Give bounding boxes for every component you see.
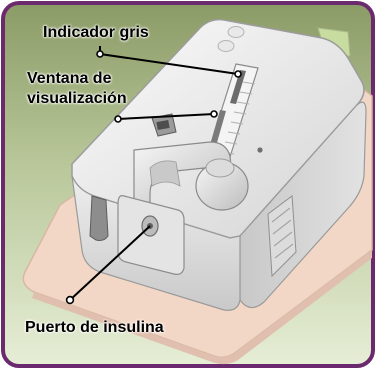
callout-port (65, 225, 151, 305)
label-gray-indicator: Indicador gris (43, 24, 149, 41)
label-viewing-window-line1: Ventana de (27, 70, 112, 87)
label-insulin-port: Puerto de insulina (25, 319, 164, 336)
callout-indicator (96, 46, 242, 78)
knob-top (205, 158, 235, 178)
vent-hole (257, 147, 263, 153)
lever-cutout (149, 160, 181, 187)
slider-tab-inner (156, 120, 170, 130)
clip-grip-lines (271, 207, 294, 259)
status-light-top (227, 26, 245, 38)
front-button (89, 195, 109, 241)
base-plate-edge (32, 250, 372, 365)
window-scale-marks (221, 81, 256, 155)
status-light-bottom (217, 40, 235, 52)
gray-indicator (230, 70, 246, 104)
callout-window (114, 110, 218, 123)
label-viewing-window-line2: visualización (27, 90, 127, 107)
side-clip (267, 195, 297, 278)
